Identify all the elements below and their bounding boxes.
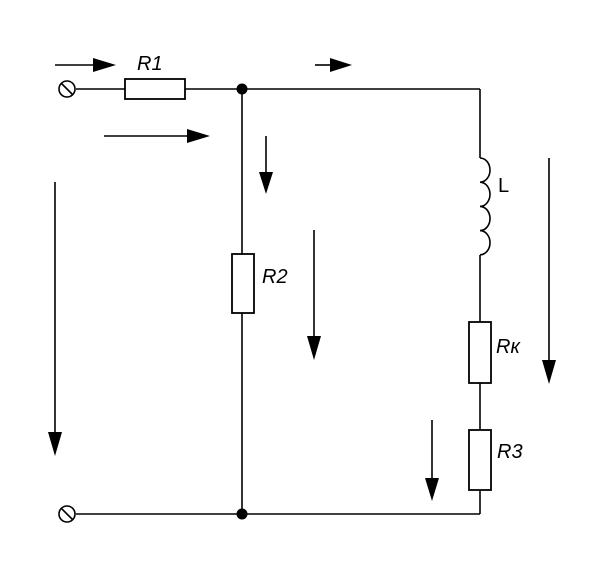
label-r3: R3 [497,441,523,463]
terminal-input-bottom [58,505,76,523]
label-l: L [498,175,509,197]
terminal-input-top [58,80,76,98]
arrow-total-current [104,129,210,143]
resistor-rk: Rк [468,321,521,384]
junction-bottom [236,508,248,520]
label-r1: R1 [137,53,163,75]
arrow-input-current [55,58,116,72]
arrow-r2-current [259,136,273,194]
arrow-input-voltage [48,182,62,456]
resistor-r1: R1 [124,53,186,100]
arrow-right-branch-voltage [542,158,556,384]
inductor-l: L [479,157,509,256]
label-rk: Rк [496,336,521,358]
arrow-r3-current [425,420,439,501]
arrow-top-branch-current [315,58,352,72]
resistor-r2: R2 [231,253,288,314]
resistor-r3: R3 [468,429,523,491]
label-r2: R2 [262,266,288,288]
junction-top [236,83,248,95]
wires [76,88,481,515]
arrow-r2-voltage [307,230,321,360]
